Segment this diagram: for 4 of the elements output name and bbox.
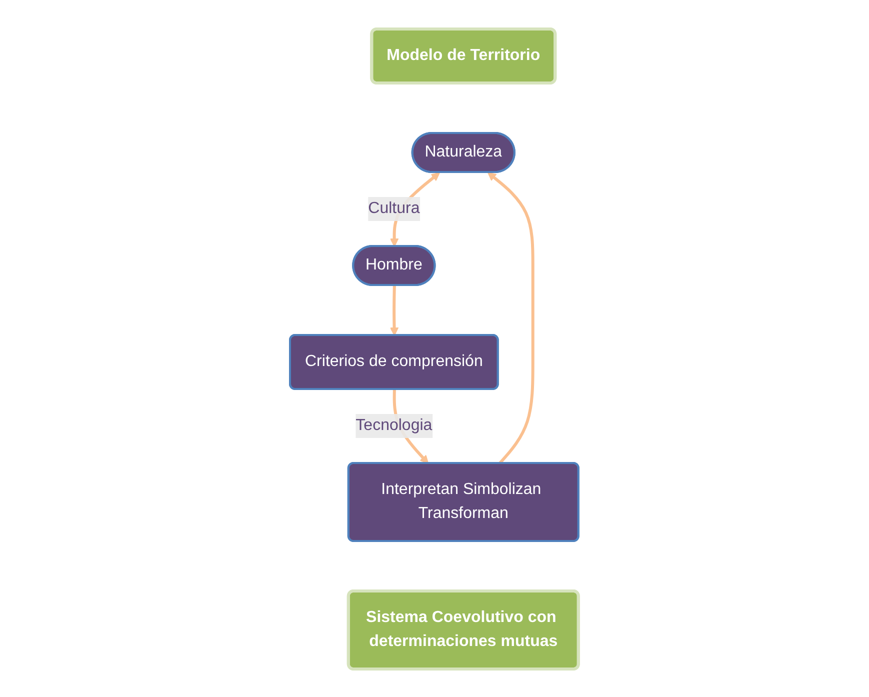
edge-label: Cultura (368, 199, 420, 216)
arrow (488, 172, 535, 464)
edge-label: Tecnologia (356, 416, 432, 434)
arrow (390, 284, 399, 336)
